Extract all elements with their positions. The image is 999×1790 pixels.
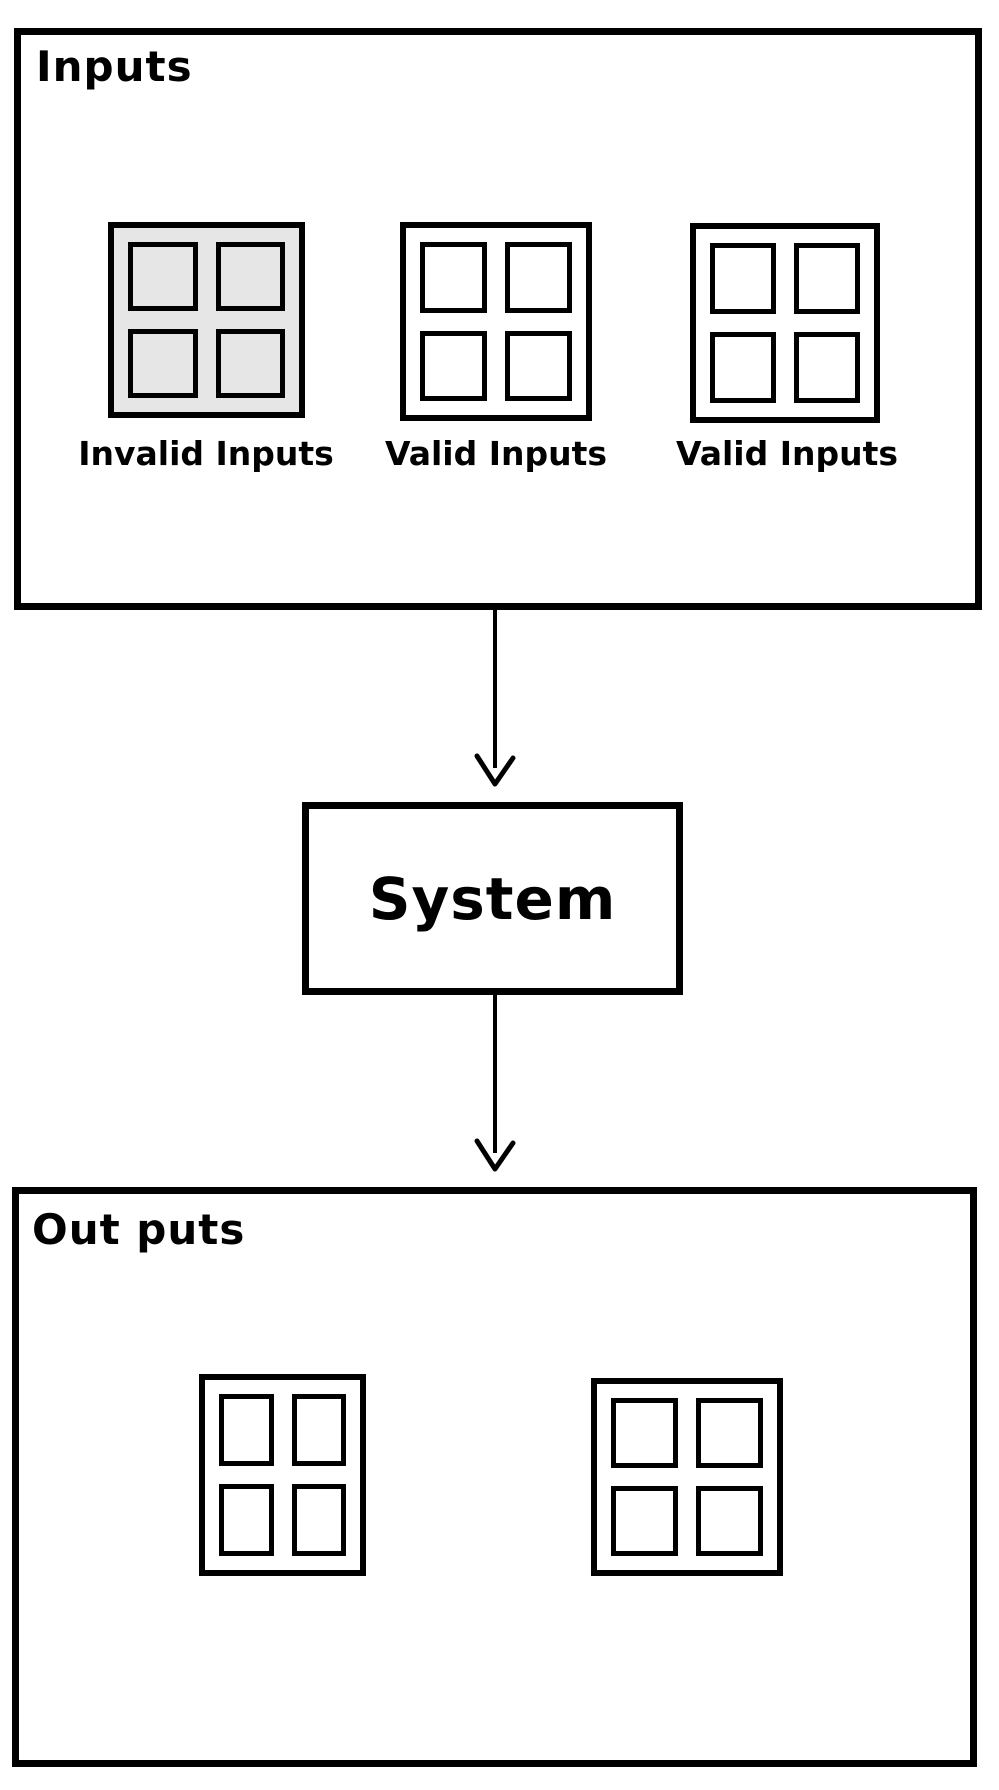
grid-cell: [215, 329, 285, 398]
grid-cell: [611, 1398, 678, 1468]
grid-cell: [505, 242, 572, 313]
grid-cell: [794, 243, 860, 314]
grid-cell: [219, 1394, 274, 1466]
arrow-head: [474, 1138, 516, 1172]
output-square-1: [199, 1374, 366, 1576]
invalid-inputs-square: [108, 222, 305, 418]
valid-inputs-square-2: [690, 223, 880, 423]
grid-cell: [794, 332, 860, 403]
arrow-inputs-to-system: [474, 610, 516, 787]
valid-inputs-label-2: Valid Inputs: [675, 434, 899, 473]
grid-cell: [710, 332, 776, 403]
arrow-system-to-outputs: [474, 995, 516, 1172]
grid-cell: [611, 1486, 678, 1556]
valid-inputs-square-1: [400, 222, 592, 421]
grid-cell: [128, 329, 198, 398]
grid-cell: [505, 330, 572, 401]
inputs-section-title: Inputs: [36, 42, 193, 91]
grid-cell: [696, 1398, 763, 1468]
invalid-inputs-label: Invalid Inputs: [78, 434, 334, 473]
output-square-2: [591, 1378, 783, 1576]
grid-cell: [128, 242, 198, 311]
grid-cell: [420, 330, 487, 401]
system-label: System: [368, 864, 617, 933]
system-box: System: [302, 802, 683, 995]
grid-cell: [215, 242, 285, 311]
outputs-section-box: [12, 1187, 977, 1767]
grid-cell: [291, 1394, 346, 1466]
outputs-section-title: Out puts: [32, 1205, 246, 1254]
grid-cell: [696, 1486, 763, 1556]
grid-cell: [420, 242, 487, 313]
grid-cell: [291, 1484, 346, 1556]
grid-cell: [710, 243, 776, 314]
valid-inputs-label-1: Valid Inputs: [384, 434, 608, 473]
arrow-head: [474, 753, 516, 787]
grid-cell: [219, 1484, 274, 1556]
